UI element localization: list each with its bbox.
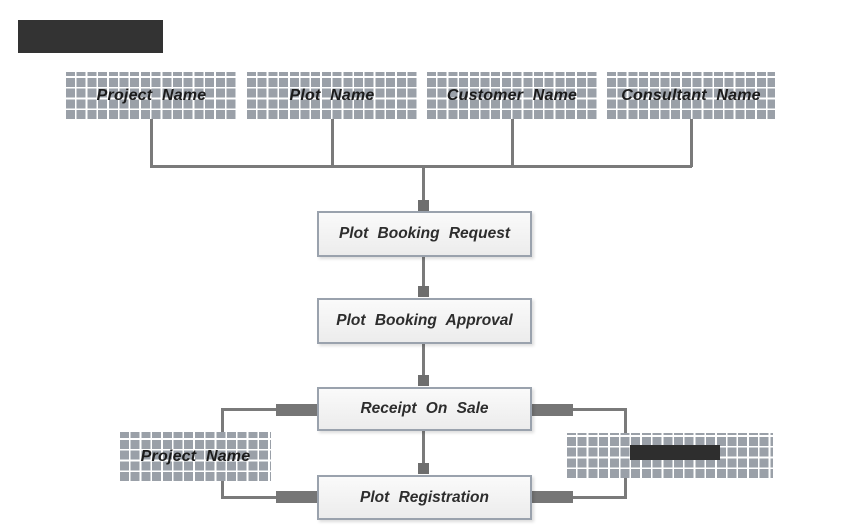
redacted-field-bar: [630, 445, 720, 460]
connector-left-bottom-h: [222, 496, 276, 499]
connector-drop-1: [150, 119, 153, 167]
connector-drop-2: [331, 119, 334, 167]
connector-left-top-h: [222, 408, 276, 411]
connector-node-3: [418, 375, 429, 386]
connector-center-drop: [422, 167, 425, 201]
field-box-project-name-left: Project Name: [120, 432, 271, 481]
field-label: Customer Name: [446, 86, 578, 104]
connector-stub-right-bottom: [532, 491, 573, 503]
field-label: Consultant Name: [621, 86, 761, 104]
connector-step-3-4: [422, 430, 425, 464]
field-label: Project Name: [140, 447, 251, 465]
flow-step-plot-booking-approval: Plot Booking Approval: [317, 298, 532, 344]
field-box-consultant-name: Consultant Name: [607, 72, 775, 119]
connector-stub-left-bottom: [276, 491, 318, 503]
connector-step-2-3: [422, 343, 425, 376]
flow-step-label: Receipt On Sale: [360, 400, 489, 417]
field-label: Plot Name: [289, 86, 375, 104]
connector-node-2: [418, 286, 429, 297]
connector-stub-right-top: [532, 404, 573, 416]
flow-step-label: Plot Registration: [359, 488, 489, 506]
field-box-plot-name: Plot Name: [247, 72, 417, 119]
field-box-customer-name: Customer Name: [427, 72, 597, 119]
connector-step-1-2: [422, 256, 425, 287]
flow-step-label: Plot Booking Approval: [336, 312, 513, 329]
flow-step-receipt-on-sale: Receipt On Sale: [317, 387, 532, 431]
connector-merge-rail: [150, 165, 692, 168]
connector-right-bottom-h: [573, 496, 626, 499]
field-box-redacted-right: [567, 433, 773, 478]
connector-stub-left-top: [276, 404, 318, 416]
flow-step-label: Plot Booking Request: [338, 225, 511, 242]
connector-drop-4: [690, 119, 693, 167]
connector-node-1: [418, 200, 429, 211]
connector-right-top-h: [573, 408, 626, 411]
field-box-project-name: Project Name: [66, 72, 237, 119]
redacted-title-block: [18, 20, 163, 53]
flow-step-plot-booking-request: Plot Booking Request: [317, 211, 532, 257]
field-label: Project Name: [96, 86, 207, 104]
connector-node-4: [418, 463, 429, 474]
flow-step-plot-registration: Plot Registration: [317, 475, 532, 520]
connector-drop-3: [511, 119, 514, 167]
